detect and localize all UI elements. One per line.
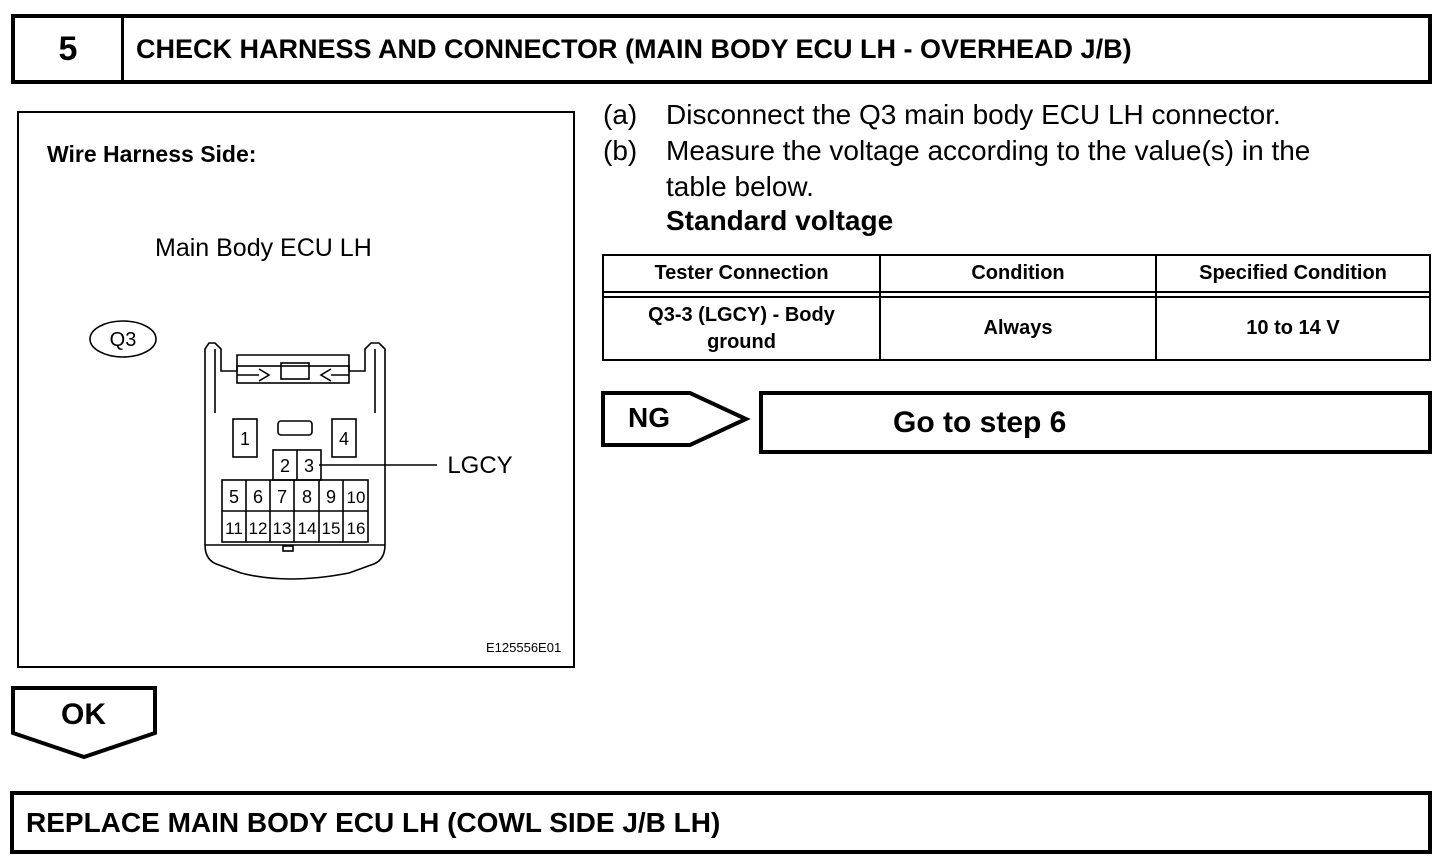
connector-diagram: Q3 1 4 2 3 5 6 7 8 9 10 11 12 13 14 15 1… (89, 320, 513, 580)
ok-arrow (11, 686, 157, 760)
wire-color-label: LGCY (447, 452, 512, 479)
step-b: (b) Measure the voltage according to the… (603, 133, 1403, 205)
step-b-text-line2: table below. (666, 171, 814, 202)
pin-5: 5 (229, 487, 239, 507)
pin-7: 7 (277, 487, 287, 507)
pin-8: 8 (302, 487, 312, 507)
pin-4: 4 (339, 429, 349, 449)
pin-11: 11 (225, 519, 243, 538)
step-b-label: (b) (603, 135, 638, 166)
pin-1: 1 (240, 429, 250, 449)
go-to-step-box[interactable]: Go to step 6 (759, 391, 1432, 454)
final-action-box: REPLACE MAIN BODY ECU LH (COWL SIDE J/B … (10, 791, 1432, 854)
pin-13: 13 (273, 519, 292, 538)
step-number: 5 (15, 18, 124, 80)
pin-14: 14 (298, 519, 317, 538)
standard-voltage-label: Standard voltage (666, 205, 894, 236)
cell-tester-connection-line1: Q3-3 (LGCY) - Body (648, 303, 835, 326)
wire-harness-side-label: Wire Harness Side: (47, 141, 257, 167)
step-title: CHECK HARNESS AND CONNECTOR (MAIN BODY E… (136, 33, 1132, 64)
header-tester-connection: Tester Connection (654, 262, 829, 284)
pin-10: 10 (347, 488, 366, 507)
cell-tester-connection-line2: ground (707, 330, 776, 353)
pin-15: 15 (322, 519, 341, 538)
ng-arrow (601, 391, 751, 447)
cell-specified-condition: 10 to 14 V (1246, 317, 1340, 339)
cell-condition: Always (983, 317, 1053, 339)
pin-12: 12 (249, 519, 268, 538)
ng-label: NG (628, 402, 670, 433)
step-header: 5 CHECK HARNESS AND CONNECTOR (MAIN BODY… (11, 14, 1432, 84)
cell-tester-connection: Q3-3 (LGCY) - Body ground (604, 298, 879, 359)
pin-6: 6 (253, 487, 263, 507)
header-condition: Condition (971, 262, 1065, 284)
voltage-table: Tester Connection Condition Specified Co… (602, 254, 1431, 361)
pin-2: 2 (280, 456, 290, 476)
connector-code-oval (89, 320, 157, 358)
pin-3: 3 (304, 456, 314, 476)
connector-figure: Q3 1 4 2 3 5 6 7 8 9 10 11 12 13 14 15 1… (17, 111, 575, 668)
header-specified-condition: Specified Condition (1199, 262, 1387, 284)
pin-16: 16 (347, 519, 366, 538)
step-b-text-line1: Measure the voltage according to the val… (666, 135, 1311, 166)
ok-label: OK (61, 698, 106, 731)
final-action-text: REPLACE MAIN BODY ECU LH (COWL SIDE J/B … (26, 806, 721, 838)
pin-9: 9 (326, 487, 336, 507)
go-to-step-text: Go to step 6 (893, 405, 1067, 439)
step-a: (a) Disconnect the Q3 main body ECU LH c… (603, 97, 1403, 133)
figure-code: E125556E01 (486, 640, 562, 655)
step-a-text: Disconnect the Q3 main body ECU LH conne… (666, 99, 1281, 130)
step-a-label: (a) (603, 99, 638, 130)
connector-code: Q3 (110, 329, 137, 351)
connector-outline (204, 342, 386, 580)
connector-name: Main Body ECU LH (155, 234, 372, 262)
